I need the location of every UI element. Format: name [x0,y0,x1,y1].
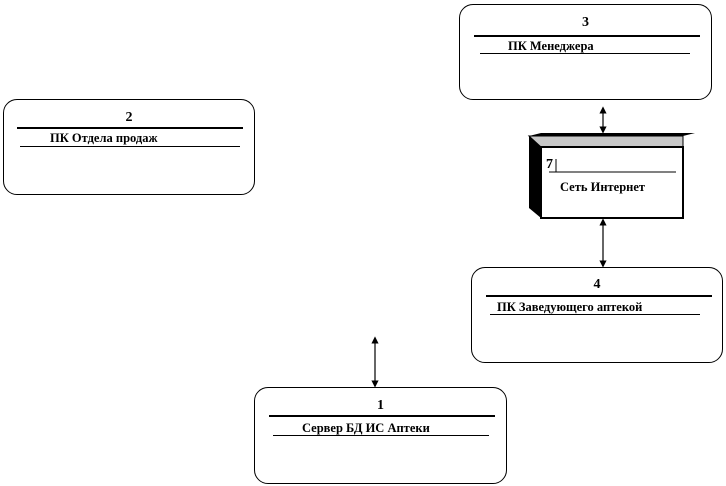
box-side-face [529,136,541,218]
internet-node-number: 7 [546,157,553,172]
node-label: ПК Заведующего аптекой [497,300,643,314]
node-label: ПК Менеджера [508,39,594,53]
node-underline [20,146,240,147]
node-pk-sales-dept: 2 ПК Отдела продаж [3,99,255,195]
node-divider [269,415,495,417]
node-underline [273,435,489,436]
node-divider [474,35,700,37]
node-underline [490,314,700,315]
node-number: 3 [582,15,589,30]
internet-node-label: Сеть Интернет [560,180,646,194]
node-pk-pharmacy-head: 4 ПК Заведующего аптекой [471,267,723,363]
node-label: ПК Отдела продаж [50,131,158,145]
internet-node-box [527,133,695,219]
box-front-face [540,146,684,219]
node-divider [486,295,712,297]
node-db-server: 1 Сервер БД ИС Аптеки [254,387,507,484]
node-pk-manager: 3 ПК Менеджера [459,4,712,100]
node-divider [17,127,243,129]
node-number: 2 [125,110,133,125]
node-underline [480,53,690,54]
node-number: 4 [593,277,601,292]
node-label: Сервер БД ИС Аптеки [302,421,430,435]
node-number: 1 [377,398,384,413]
